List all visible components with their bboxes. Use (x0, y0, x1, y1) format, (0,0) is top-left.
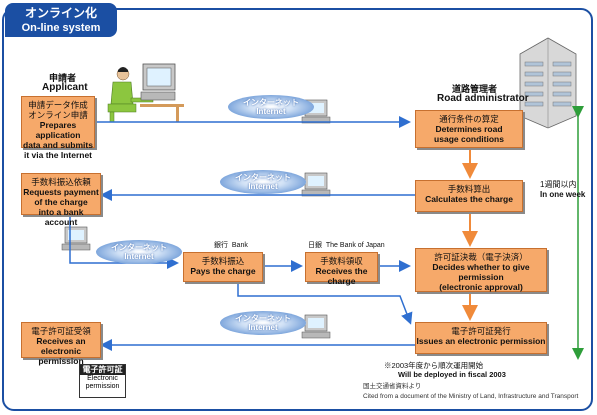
administrator-label-en: Road administrator (437, 93, 529, 104)
permit-receipt-box: 電子許可証受領 Receives an electronic permissio… (21, 322, 101, 366)
applicant-computer-icon (140, 63, 184, 122)
box-text-en: Prepares application data and submits it… (23, 120, 93, 160)
administrator-label-jp: 道路管理者 (452, 84, 498, 94)
approval-box: 許可証決裁（電子決済） Decides whether to give perm… (415, 248, 547, 292)
administrator-building-icon (519, 37, 577, 129)
internet-cloud: インターネット Internet (220, 170, 306, 194)
boj-label-en: The Bank of Japan (325, 242, 385, 249)
box-text-en: Receives an electronic permission (36, 336, 86, 366)
note-jp: ※2003年度から順次運用開始 (384, 361, 484, 370)
box-text-jp: 申請データ作成 オンライン申請 (28, 100, 88, 120)
internet-cloud: インターネット Internet (96, 240, 182, 264)
box-text-jp: 手数料振込依頼 (31, 177, 91, 187)
box-text-jp: 通行条件の算定 (439, 114, 499, 124)
box-text-en: Issues an electronic permission (416, 336, 546, 346)
applicant-submit-box: 申請データ作成 オンライン申請 Prepares application dat… (21, 96, 95, 160)
box-text-jp: 手数料振込 (201, 256, 245, 266)
box-text-en: Determines road usage conditions (434, 124, 504, 144)
box-text-en: Requests payment of the charge into a ba… (23, 187, 99, 227)
computer-icon (301, 314, 331, 339)
title-badge: オンライン化 On-line system (5, 3, 117, 37)
internet-label-jp: インターネット (111, 243, 167, 252)
computer-icon (301, 172, 331, 197)
title-en: On-line system (21, 22, 101, 34)
internet-cloud: インターネット Internet (228, 95, 314, 119)
box-text-en: Pays the charge (190, 266, 256, 276)
boj-receive-box: 手数料領収 Receives the charge (305, 252, 378, 286)
bank-pay-box: 手数料振込 Pays the charge (183, 252, 263, 282)
boj-label-jp: 日銀 (308, 242, 322, 249)
computer-icon (61, 226, 91, 251)
cite-en: Cited from a document of the Ministry of… (363, 393, 579, 400)
electronic-permit-card: 電子許可証 Electronic permission (79, 364, 126, 398)
note-en: Will be deployed in fiscal 2003 (398, 370, 506, 379)
cite-jp: 国土交通省資料より (363, 383, 422, 390)
permit-card-en: Electronic permission (85, 375, 120, 390)
title-jp: オンライン化 (24, 6, 97, 20)
permit-card-jp: 電子許可証 (80, 365, 125, 375)
bank-label-jp: 銀行 (214, 242, 228, 249)
internet-label-jp: インターネット (235, 173, 291, 182)
box-text-en: Receives the charge (315, 266, 368, 286)
box-text-jp: 手数料領収 (320, 256, 363, 266)
road-conditions-box: 通行条件の算定 Determines road usage conditions (415, 110, 523, 148)
internet-label-en: Internet (248, 182, 278, 191)
calculate-charge-box: 手数料算出 Calculates the charge (415, 180, 523, 212)
issue-permit-box: 電子許可証発行 Issues an electronic permission (415, 322, 547, 354)
internet-label-en: Internet (248, 323, 278, 332)
payment-request-box: 手数料振込依頼 Requests payment of the charge i… (21, 173, 101, 227)
deployment-note: ※2003年度から順次運用開始 Will be deployed in fisc… (384, 361, 506, 379)
bank-label: 銀行 Bank (214, 240, 248, 250)
box-text-jp: 電子許可証発行 (451, 326, 511, 336)
applicant-label-en: Applicant (42, 82, 88, 93)
internet-label-en: Internet (124, 252, 154, 261)
box-text-jp: 許可証決裁（電子決済） (434, 252, 528, 262)
week-label-jp: 1週間以内 (540, 180, 577, 189)
internet-label-jp: インターネット (235, 314, 291, 323)
box-text-jp: 手数料算出 (447, 184, 491, 194)
internet-cloud: インターネット Internet (220, 311, 306, 335)
bank-label-en: Bank (231, 242, 248, 249)
applicant-label-jp: 申請者 (49, 73, 77, 83)
box-text-en: Decides whether to give permission (elec… (432, 262, 530, 292)
source-citation: 国土交通省資料より Cited from a document of the M… (363, 383, 578, 401)
week-label: 1週間以内 In one week (540, 180, 585, 200)
box-text-en: Calculates the charge (425, 194, 513, 204)
boj-label: 日銀 The Bank of Japan (308, 240, 385, 250)
week-label-en: In one week (540, 190, 586, 199)
box-text-jp: 電子許可証受領 (31, 326, 91, 336)
internet-label-jp: インターネット (243, 98, 299, 107)
internet-label-en: Internet (256, 107, 286, 116)
